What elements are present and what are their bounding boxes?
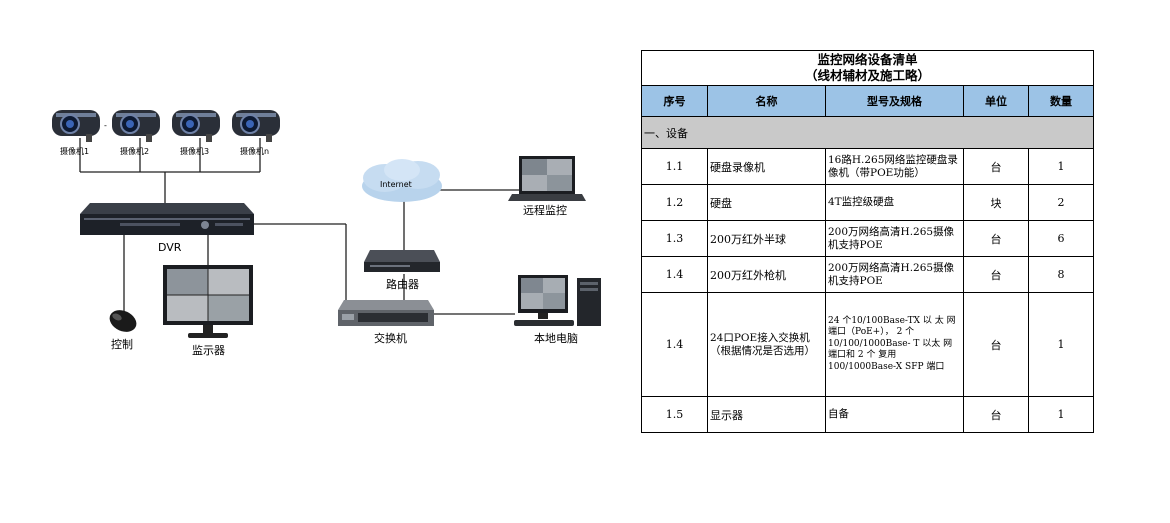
- cell-spec: 24 个10/100Base-TX 以 太 网端口（PoE+）， 2 个 10/…: [825, 292, 964, 397]
- cloud-icon: [362, 159, 442, 202]
- camera-label-n: 摄像机n: [240, 146, 269, 156]
- table-header-row: 序号 名称 型号及规格 单位 数量: [641, 85, 1094, 117]
- camera-n: 摄像机n: [232, 110, 280, 156]
- dvr: DVR: [80, 203, 254, 254]
- mouse-label: 控制: [111, 337, 133, 351]
- camera-label-1: 摄像机1: [60, 146, 89, 156]
- cell-qty: 2: [1028, 184, 1094, 221]
- header-unit: 单位: [963, 85, 1029, 117]
- router-icon: [364, 250, 440, 272]
- cell-qty: 8: [1028, 256, 1094, 293]
- cell-no: 1.4: [641, 292, 708, 397]
- cell-name: 200万红外枪机: [707, 256, 826, 293]
- header-spec: 型号及规格: [825, 85, 964, 117]
- dvr-label: DVR: [158, 241, 182, 254]
- header-qty: 数量: [1028, 85, 1094, 117]
- switch: 交换机: [338, 300, 434, 345]
- switch-label: 交换机: [374, 331, 407, 345]
- monitor: 监示器: [163, 265, 253, 357]
- cell-no: 1.3: [641, 220, 708, 257]
- camera-icon: [52, 110, 100, 142]
- cell-name: 硬盘录像机: [707, 148, 826, 185]
- cell-name: 硬盘: [707, 184, 826, 221]
- switch-icon: [338, 300, 434, 326]
- table-title: 监控网络设备清单 （线材辅材及施工略）: [641, 50, 1094, 86]
- cell-qty: 1: [1028, 148, 1094, 185]
- camera-label-2: 摄像机2: [120, 146, 149, 156]
- router: 路由器: [364, 250, 440, 291]
- camera-icon: [112, 110, 160, 142]
- cell-name: 200万红外半球: [707, 220, 826, 257]
- camera-icon: [232, 110, 280, 142]
- cell-unit: 台: [963, 396, 1029, 433]
- cell-name: 显示器: [707, 396, 826, 433]
- cell-unit: 台: [963, 220, 1029, 257]
- cell-no: 1.1: [641, 148, 708, 185]
- cell-qty: 1: [1028, 396, 1094, 433]
- desktop-pc-icon: [514, 275, 601, 326]
- monitor-icon: [163, 265, 253, 338]
- camera-2: 摄像机2: [112, 110, 160, 156]
- table-title-line2: （线材辅材及施工略）: [804, 68, 930, 83]
- cell-spec: 200万网络高清H.265摄像机支持POE: [825, 256, 964, 293]
- camera-1: 摄像机1: [52, 110, 100, 156]
- local-pc-label: 本地电脑: [534, 331, 578, 345]
- table-title-row: 监控网络设备清单 （线材辅材及施工略）: [641, 50, 1094, 86]
- cell-unit: 块: [963, 184, 1029, 221]
- cell-name: 24口POE接入交换机（根据情况是否选用）: [707, 292, 826, 397]
- table-row: 1.1 硬盘录像机 16路H.265网络监控硬盘录像机（带POE功能） 台 1: [641, 148, 1094, 185]
- local-pc: 本地电脑: [514, 275, 601, 345]
- cell-spec: 4T监控级硬盘: [825, 184, 964, 221]
- laptop-icon: [508, 156, 586, 201]
- network-diagram: 摄像机1 - 摄像机2 摄像机3 摄像机n: [52, 110, 601, 357]
- camera-icon: [172, 110, 220, 142]
- section-label: 一、设备: [641, 116, 1094, 149]
- cell-unit: 台: [963, 256, 1029, 293]
- section-row: 一、设备: [641, 116, 1094, 149]
- table-row: 1.4 200万红外枪机 200万网络高清H.265摄像机支持POE 台 8: [641, 256, 1094, 293]
- table-title-line1: 监控网络设备清单: [817, 52, 918, 67]
- cell-spec: 16路H.265网络监控硬盘录像机（带POE功能）: [825, 148, 964, 185]
- table-row: 1.3 200万红外半球 200万网络高清H.265摄像机支持POE 台 6: [641, 220, 1094, 257]
- dvr-icon: [80, 203, 254, 235]
- cell-no: 1.2: [641, 184, 708, 221]
- cell-spec: 200万网络高清H.265摄像机支持POE: [825, 220, 964, 257]
- cell-qty: 6: [1028, 220, 1094, 257]
- internet-label: Internet: [380, 180, 412, 189]
- camera-label-3: 摄像机3: [180, 146, 209, 156]
- cell-no: 1.4: [641, 256, 708, 293]
- cell-unit: 台: [963, 292, 1029, 397]
- cell-no: 1.5: [641, 396, 708, 433]
- table-row: 1.4 24口POE接入交换机（根据情况是否选用） 24 个10/100Base…: [641, 292, 1094, 397]
- cell-qty: 1: [1028, 292, 1094, 397]
- camera-3: 摄像机3: [172, 110, 220, 156]
- equipment-list-table: 监控网络设备清单 （线材辅材及施工略） 序号 名称 型号及规格 单位 数量 一、…: [641, 50, 1094, 433]
- router-label: 路由器: [386, 277, 419, 291]
- header-no: 序号: [641, 85, 708, 117]
- remote-laptop: 远程监控: [508, 156, 586, 217]
- cell-spec: 自备: [825, 396, 964, 433]
- monitor-label: 监示器: [192, 344, 225, 357]
- cell-unit: 台: [963, 148, 1029, 185]
- header-name: 名称: [707, 85, 826, 117]
- internet-cloud: Internet: [362, 159, 442, 202]
- table-row: 1.2 硬盘 4T监控级硬盘 块 2: [641, 184, 1094, 221]
- mouse: 控制: [109, 310, 137, 351]
- remote-label: 远程监控: [523, 203, 567, 217]
- mouse-icon: [109, 310, 137, 332]
- table-row: 1.5 显示器 自备 台 1: [641, 396, 1094, 433]
- camera-separator: -: [104, 121, 107, 130]
